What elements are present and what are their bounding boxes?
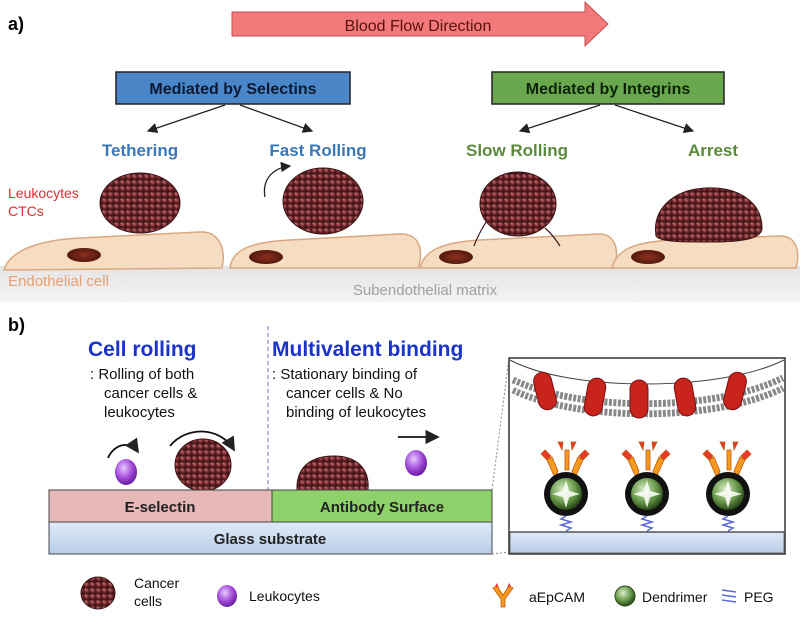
cancer-cell-rolling: [174, 438, 232, 492]
matrix-label: Subendothelial matrix: [353, 282, 498, 299]
eselectin-label: E-selectin: [125, 499, 196, 516]
branch-arrows: [146, 104, 695, 134]
legend-dendrimer-label: Dendrimer: [642, 589, 708, 605]
panel-b-label: b): [8, 315, 25, 335]
cell-rolling-desc-1: : Rolling of both: [90, 366, 194, 383]
integrins-box: Mediated by Integrins: [491, 71, 725, 105]
cell-rolling-title: Cell rolling: [88, 338, 197, 361]
cell-rolling-desc-3: leukocytes: [104, 404, 175, 421]
zoom-inset: [508, 357, 786, 555]
multivalent-desc-2: cancer cells & No: [286, 385, 403, 402]
legend-dendrimer-icon: [614, 585, 636, 607]
zoom-guide-top: [491, 357, 510, 491]
integrins-box-label: Mediated by Integrins: [526, 81, 691, 98]
glass-substrate-label: Glass substrate: [214, 531, 327, 548]
zoom-guide-bottom: [491, 551, 510, 555]
cell-rolling-desc-2: cancer cells &: [104, 385, 197, 402]
cancer-roll-arrow-icon: [169, 430, 235, 452]
antibody-surface: [271, 489, 493, 523]
receptors: [533, 371, 747, 419]
multivalent-binding-title: Multivalent binding: [272, 338, 463, 361]
tumor-cell-arrest: [655, 187, 763, 243]
eselectin-surface: [48, 489, 273, 523]
legend-leukocyte-icon: [217, 585, 237, 607]
antibody-surface-label: Antibody Surface: [320, 499, 444, 516]
legend-peg-label: PEG: [744, 589, 774, 605]
selectins-box: Mediated by Selectins: [115, 71, 351, 105]
legend-cancer-label-1: Cancer: [134, 575, 179, 591]
endothelial-cells: [2, 231, 799, 271]
tumor-cell-tethering: [99, 172, 181, 234]
tumor-cell-fast-rolling: [263, 161, 364, 235]
stage-fast-rolling: Fast Rolling: [269, 141, 366, 160]
flow-direction-label: Blood Flow Direction: [345, 18, 492, 35]
glass-substrate: [48, 521, 493, 555]
stage-arrest: Arrest: [688, 141, 738, 160]
legend-cancer-label-2: cells: [134, 593, 162, 609]
cancer-cell-bound: [296, 455, 369, 491]
legend: Cancer cells Leukocytes aEpCAM Dendrimer…: [80, 575, 774, 610]
dendrimer-1: [540, 441, 590, 532]
leukocyte-cell-1: [115, 459, 137, 485]
rolling-arrow-icon: [263, 161, 292, 198]
leukocyte-cell-2: [405, 450, 427, 476]
ctcs-label: CTCs: [8, 203, 44, 219]
legend-aepcam-icon: [492, 583, 514, 608]
blood-flow-arrow: Blood Flow Direction: [231, 0, 609, 48]
panel-a-label: a): [8, 14, 24, 34]
stage-tethering: Tethering: [102, 141, 178, 160]
dendrimer-2: [621, 441, 671, 532]
legend-aepcam-label: aEpCAM: [529, 589, 585, 605]
legend-peg-icon: [721, 589, 737, 603]
selectins-box-label: Mediated by Selectins: [149, 81, 316, 98]
stage-slow-rolling: Slow Rolling: [466, 141, 568, 160]
leukocytes-label: Leukocytes: [8, 185, 79, 201]
endothelial-label: Endothelial cell: [8, 273, 109, 290]
legend-leukocytes-label: Leukocytes: [249, 588, 320, 604]
dendrimer-3: [702, 441, 752, 532]
multivalent-desc-3: binding of leukocytes: [286, 404, 426, 421]
leukocyte-roll-arrow-icon: [107, 437, 140, 459]
subendothelial-matrix: [0, 266, 800, 302]
tumor-cell-slow-rolling: [473, 171, 561, 247]
legend-cancer-cell-icon: [80, 576, 116, 610]
multivalent-desc-1: : Stationary binding of: [272, 366, 418, 383]
